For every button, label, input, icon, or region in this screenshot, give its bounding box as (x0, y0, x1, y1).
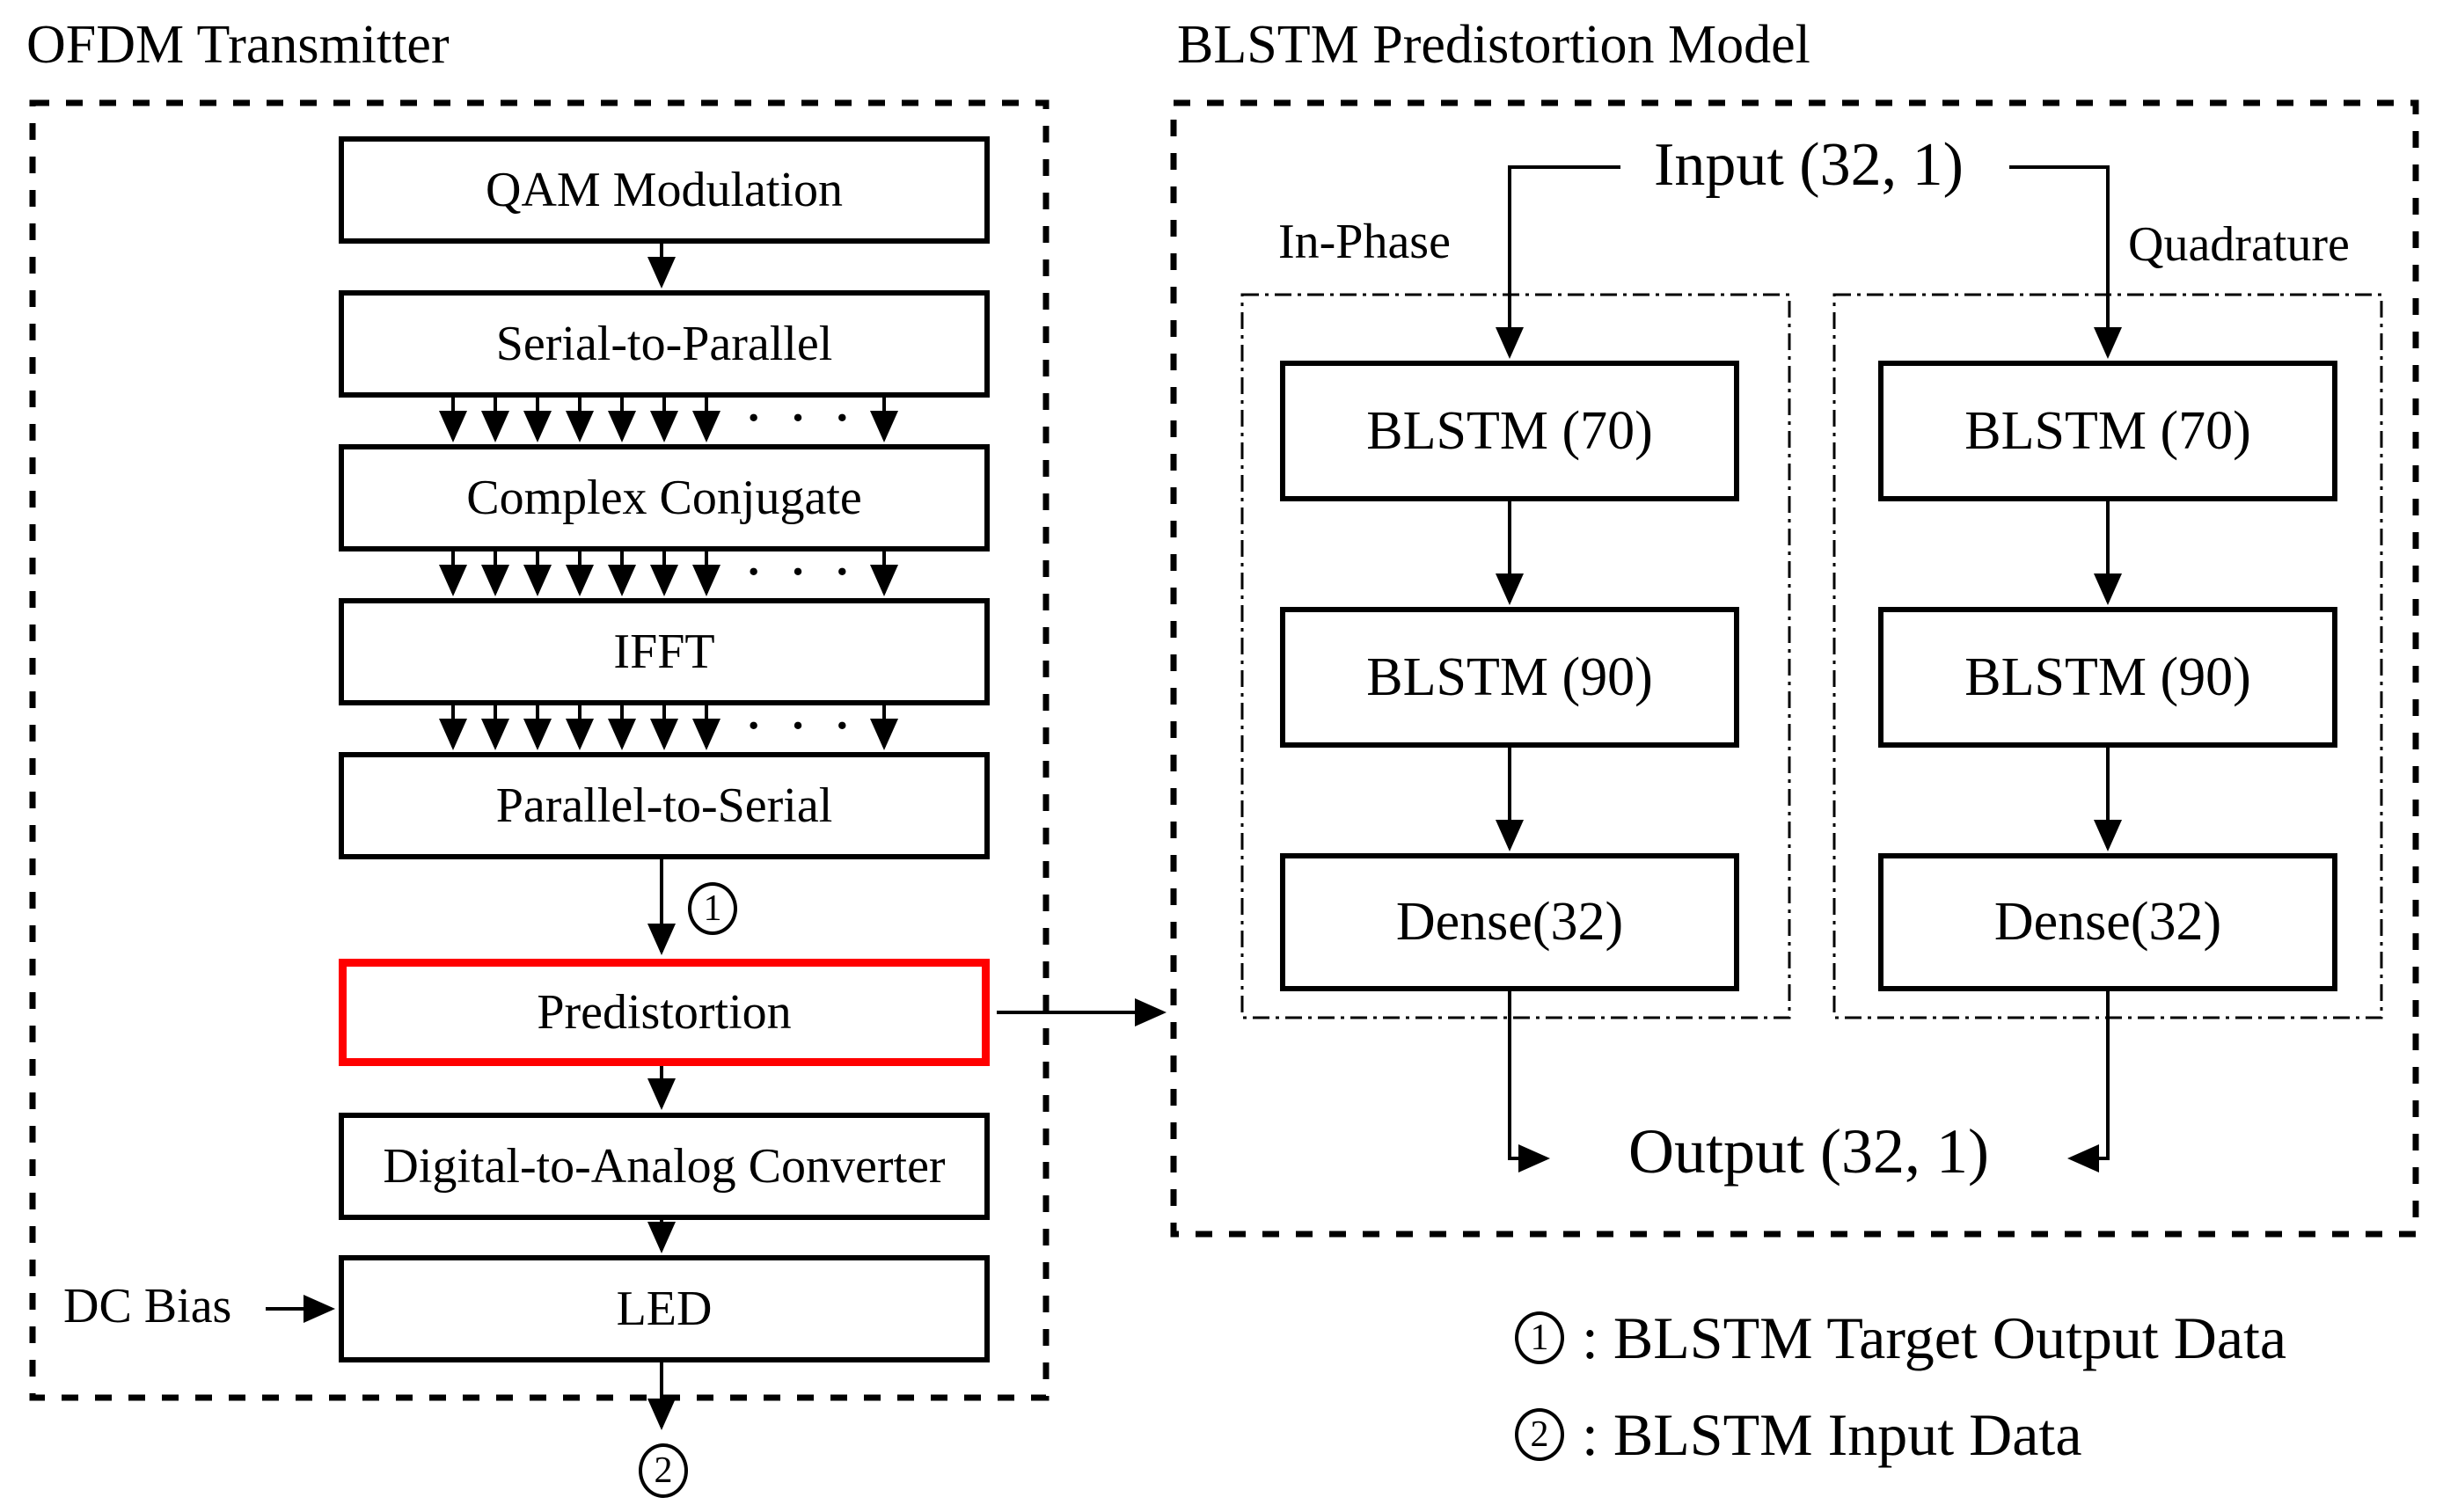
legend-target-output: 1 : BLSTM Target Output Data (1515, 1300, 2286, 1376)
ofdm-transmitter-dashed-frame (29, 99, 1050, 1401)
box-serial-to-parallel: Serial-to-Parallel (339, 290, 990, 398)
quadrature-label: Quadrature (2128, 217, 2350, 272)
input-label: Input (32, 1) (1654, 131, 1964, 199)
marker-2-circle: 2 (639, 1443, 688, 1498)
marker-2-digit: 2 (654, 1450, 673, 1491)
box-quad-blstm-70: BLSTM (70) (1878, 361, 2337, 501)
marker-1-circle: 1 (688, 882, 737, 935)
in-phase-label: In-Phase (1278, 215, 1451, 269)
box-led: LED (339, 1255, 990, 1362)
box-iphase-blstm-90: BLSTM (90) (1280, 607, 1739, 748)
output-label: Output (32, 1) (1628, 1116, 1989, 1187)
legend-target-output-text: : BLSTM Target Output Data (1582, 1304, 2287, 1371)
dc-bias-label: DC Bias (63, 1279, 232, 1333)
ofdm-transmitter-title: OFDM Transmitter (26, 15, 450, 75)
blstm-model-title: BLSTM Predistortion Model (1177, 15, 1810, 75)
box-iphase-dense-32: Dense(32) (1280, 853, 1739, 991)
legend-marker-2-circle: 2 (1515, 1408, 1564, 1461)
connector-iphase-to-output (1508, 991, 1550, 1172)
blstm-model-dashed-frame (1170, 99, 2419, 1238)
connector-quad-to-output (2067, 991, 2110, 1172)
box-iphase-blstm-70: BLSTM (70) (1280, 361, 1739, 501)
legend-input-data-text: : BLSTM Input Data (1582, 1400, 2082, 1468)
box-dac: Digital-to-Analog Converter (339, 1113, 990, 1220)
legend-marker-1-circle: 1 (1515, 1311, 1564, 1364)
connector-input-to-quadrature (2009, 165, 2122, 359)
box-predistortion: Predistortion (339, 959, 990, 1066)
box-qam-modulation: QAM Modulation (339, 136, 990, 244)
connector-input-to-in-phase (1496, 165, 1620, 359)
in-phase-dashdot-frame (1240, 293, 1791, 1019)
legend-marker-1-digit: 1 (1530, 1318, 1549, 1358)
bus-ellipsis: · · · (746, 701, 859, 751)
bus-ellipsis: · · · (746, 547, 859, 597)
box-quad-blstm-90: BLSTM (90) (1878, 607, 2337, 748)
box-parallel-to-serial: Parallel-to-Serial (339, 752, 990, 859)
box-ifft: IFFT (339, 598, 990, 705)
marker-1-digit: 1 (703, 888, 722, 929)
legend-marker-2-digit: 2 (1530, 1414, 1549, 1455)
bus-ellipsis: · · · (746, 393, 859, 443)
box-complex-conjugate: Complex Conjugate (339, 444, 990, 551)
legend-input-data: 2 : BLSTM Input Data (1515, 1397, 2082, 1472)
box-quad-dense-32: Dense(32) (1878, 853, 2337, 991)
